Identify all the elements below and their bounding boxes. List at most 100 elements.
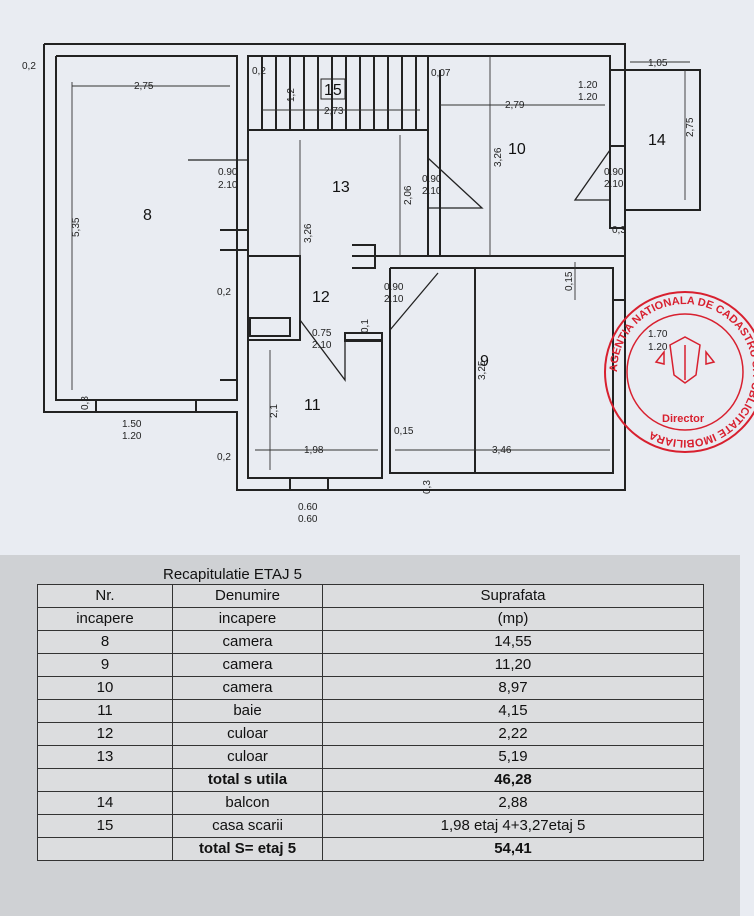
room-label-8: 8 <box>143 207 152 224</box>
dim-text: 0,07 <box>431 68 451 79</box>
dim-text: 0.60 <box>298 502 318 513</box>
cell-nr <box>37 768 173 792</box>
dim-text: 0,3 <box>422 480 433 494</box>
table-header-row: incapere incapere (mp) <box>37 607 704 631</box>
dim-text: 1,05 <box>648 58 668 69</box>
dim-text: 1,98 <box>304 445 324 456</box>
cell-nr: 15 <box>37 814 173 838</box>
header-denumire: Denumire <box>172 584 323 608</box>
cell-nr: 12 <box>37 722 173 746</box>
dim-text: 3,26 <box>303 223 314 243</box>
shaft <box>249 317 291 337</box>
dim-text: 0,3 <box>612 225 626 236</box>
balcony-wall <box>625 69 701 211</box>
cadastre-stamp: AGENTIA NATIONALA DE CADASTRU SI PUBLICI… <box>604 291 754 453</box>
dim-text: 2.10 <box>604 179 624 190</box>
cell-nr: 8 <box>37 630 173 654</box>
dim-text: 5,35 <box>71 217 82 237</box>
room-label-12: 12 <box>312 289 330 306</box>
dimension-texts: 0,2 2,75 0,2 1,2 2,73 0,07 1.20 1.20 1,0… <box>22 58 696 525</box>
cell-denumire: total s utila <box>172 768 323 792</box>
window-room8 <box>95 399 197 413</box>
dim-text: 2,73 <box>324 106 344 117</box>
dim-text: 0,3 <box>80 396 91 410</box>
dim-text: 0,15 <box>564 271 575 291</box>
total-row: total S= etaj 5 54,41 <box>37 837 704 861</box>
cell-denumire: baie <box>172 699 323 723</box>
table-row: 15 casa scarii 1,98 etaj 4+3,27etaj 5 <box>37 814 704 838</box>
room-label-15: 15 <box>324 82 342 99</box>
window-bottom-11 <box>289 477 329 491</box>
dim-text: 2,79 <box>505 100 525 111</box>
cell-denumire: camera <box>172 630 323 654</box>
dim-text: 1,2 <box>286 88 297 102</box>
cell-nr: 9 <box>37 653 173 677</box>
dim-text: 3,26 <box>493 147 504 167</box>
dim-text: 2.10 <box>422 186 442 197</box>
dim-text: 0,15 <box>394 426 414 437</box>
table-header-row: Nr. Denumire Suprafata <box>37 584 704 608</box>
cell-suprafata: 4,15 <box>322 699 704 723</box>
table-row: 8 camera 14,55 <box>37 630 704 654</box>
header-suprafata-2: (mp) <box>322 607 704 631</box>
cell-suprafata: 11,20 <box>322 653 704 677</box>
dim-text: 2,1 <box>269 404 280 418</box>
cell-denumire: balcon <box>172 791 323 815</box>
cell-nr: 10 <box>37 676 173 700</box>
dim-text: 3,46 <box>492 445 512 456</box>
room11-wall <box>248 320 301 341</box>
dim-text: 0.90 <box>384 282 404 293</box>
stamp-center-text: Director <box>662 413 705 425</box>
dim-text: 0,2 <box>217 452 231 463</box>
dim-text: 0.90 <box>422 174 442 185</box>
cell-denumire: culoar <box>172 722 323 746</box>
table-row: 10 camera 8,97 <box>37 676 704 700</box>
total-utila-row: total s utila 46,28 <box>37 768 704 792</box>
room-label-13: 13 <box>332 179 350 196</box>
cell-denumire: camera <box>172 676 323 700</box>
header-suprafata: Suprafata <box>322 584 704 608</box>
dim-text: 3,25 <box>477 360 488 380</box>
dim-text: 0.90 <box>604 167 624 178</box>
cell-suprafata: 54,41 <box>322 837 704 861</box>
header-nr: Nr. <box>37 584 173 608</box>
room-label-9: 9 <box>480 353 489 370</box>
dim-text: 1.20 <box>578 80 598 91</box>
cell-suprafata: 8,97 <box>322 676 704 700</box>
cell-suprafata: 2,22 <box>322 722 704 746</box>
dim-text: 1.20 <box>122 431 142 442</box>
cell-nr: 11 <box>37 699 173 723</box>
header-denumire-2: incapere <box>172 607 323 631</box>
outer-wall <box>43 43 626 491</box>
header-nr-2: incapere <box>37 607 173 631</box>
room8-recess <box>220 229 249 251</box>
dim-text: 2,75 <box>134 81 154 92</box>
eagle-icon <box>654 336 716 384</box>
table-row: 12 culoar 2,22 <box>37 722 704 746</box>
recap-table: Nr. Denumire Suprafata incapere incapere… <box>37 584 704 861</box>
cell-suprafata: 5,19 <box>322 745 704 769</box>
dim-text: 0,2 <box>252 66 266 77</box>
walls <box>43 43 701 491</box>
room13-recess <box>352 244 376 269</box>
stamp-dim-1-20: 1.20 <box>648 342 668 353</box>
dim-text: 2.10 <box>312 340 332 351</box>
outer-wall-inner <box>55 55 238 401</box>
dim-text: 0.90 <box>218 167 238 178</box>
dim-text: 0,2 <box>217 287 231 298</box>
stamp-dim-1-70: 1.70 <box>648 329 668 340</box>
cell-nr: 13 <box>37 745 173 769</box>
dim-text: 2,75 <box>685 117 696 137</box>
dim-text: 2.10 <box>218 180 238 191</box>
dim-text: 0.60 <box>298 514 318 525</box>
cell-denumire: culoar <box>172 745 323 769</box>
dim-text: 0,1 <box>360 319 371 333</box>
dim-text: 2.10 <box>384 294 404 305</box>
room-label-14: 14 <box>648 132 666 149</box>
room8-notch <box>220 379 238 400</box>
table-row: 13 culoar 5,19 <box>37 745 704 769</box>
table-row: 11 baie 4,15 <box>37 699 704 723</box>
cell-denumire: casa scarii <box>172 814 323 838</box>
room11-door-sill <box>344 332 383 342</box>
cell-denumire: camera <box>172 653 323 677</box>
